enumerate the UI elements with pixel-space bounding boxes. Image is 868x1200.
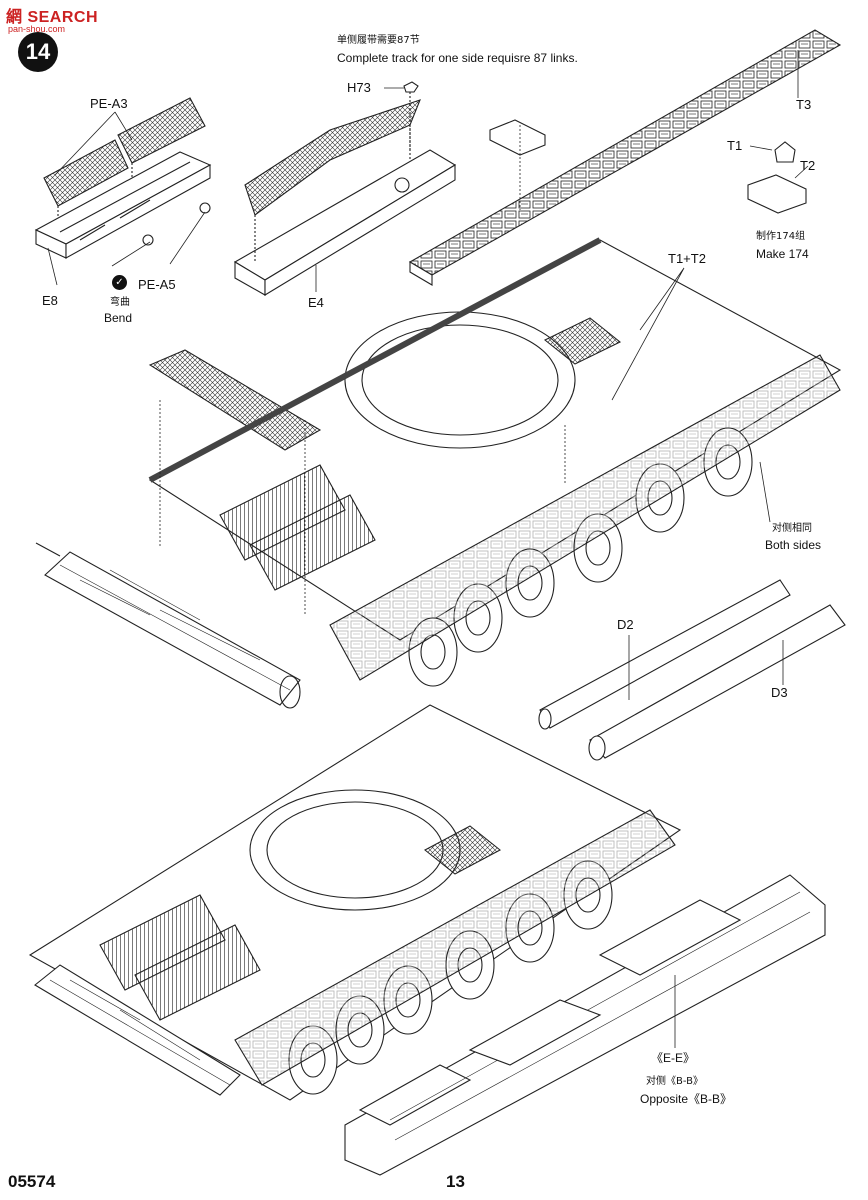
make-note-cn: 制作174组: [756, 231, 806, 242]
e8-frame: [34, 151, 212, 259]
label-h73: H73: [347, 80, 371, 95]
label-d2: D2: [617, 617, 634, 632]
pe-a3-mesh-screens: [43, 97, 206, 225]
e4-plate: [233, 99, 457, 296]
opposite-cn: 对侧《B-B》: [646, 1076, 703, 1087]
page-number: 13: [446, 1172, 465, 1191]
label-pe-a5: PE-A5: [138, 277, 176, 292]
track-note-cn: 单侧履带需要87节: [337, 35, 420, 46]
d2-d3-rods: [538, 579, 846, 761]
make-note-en: Make 174: [756, 247, 809, 261]
both-sides-en: Both sides: [765, 538, 822, 552]
bend-note-cn: 弯曲: [110, 297, 130, 308]
label-d3: D3: [771, 685, 788, 700]
label-e4: E4: [308, 295, 324, 310]
track-note-en: Complete track for one side requisre 87 …: [337, 51, 578, 65]
h73-part: [403, 81, 419, 93]
side-skirt: [344, 874, 826, 1176]
watermark-logo: 網 SEARCH: [6, 9, 99, 26]
upper-track: [329, 354, 841, 681]
label-e8: E8: [42, 293, 58, 308]
bend-icon: ✓: [112, 275, 127, 290]
t3-track-strip: [408, 29, 842, 286]
bend-note-en: Bend: [104, 311, 133, 325]
leader-lines: [47, 50, 809, 1048]
step-number-badge: 14: [18, 32, 58, 72]
lower-track: [234, 809, 676, 1086]
lower-hull: [28, 704, 682, 1101]
both-sides-cn: 对侧相同: [772, 523, 812, 534]
opposite-ee: 《E-E》: [651, 1051, 696, 1065]
upper-hull: [148, 237, 842, 687]
label-t3: T3: [796, 97, 812, 112]
label-t2: T2: [800, 158, 816, 173]
watermark-url: pan-shou.com: [8, 24, 66, 34]
label-pe-a3: PE-A3: [90, 96, 128, 111]
opposite-en: Opposite《B-B》: [640, 1092, 733, 1106]
kit-code: 05574: [8, 1172, 56, 1191]
label-t1-t2: T1+T2: [668, 251, 706, 266]
upper-log: [35, 542, 301, 709]
label-t1: T1: [727, 138, 743, 153]
